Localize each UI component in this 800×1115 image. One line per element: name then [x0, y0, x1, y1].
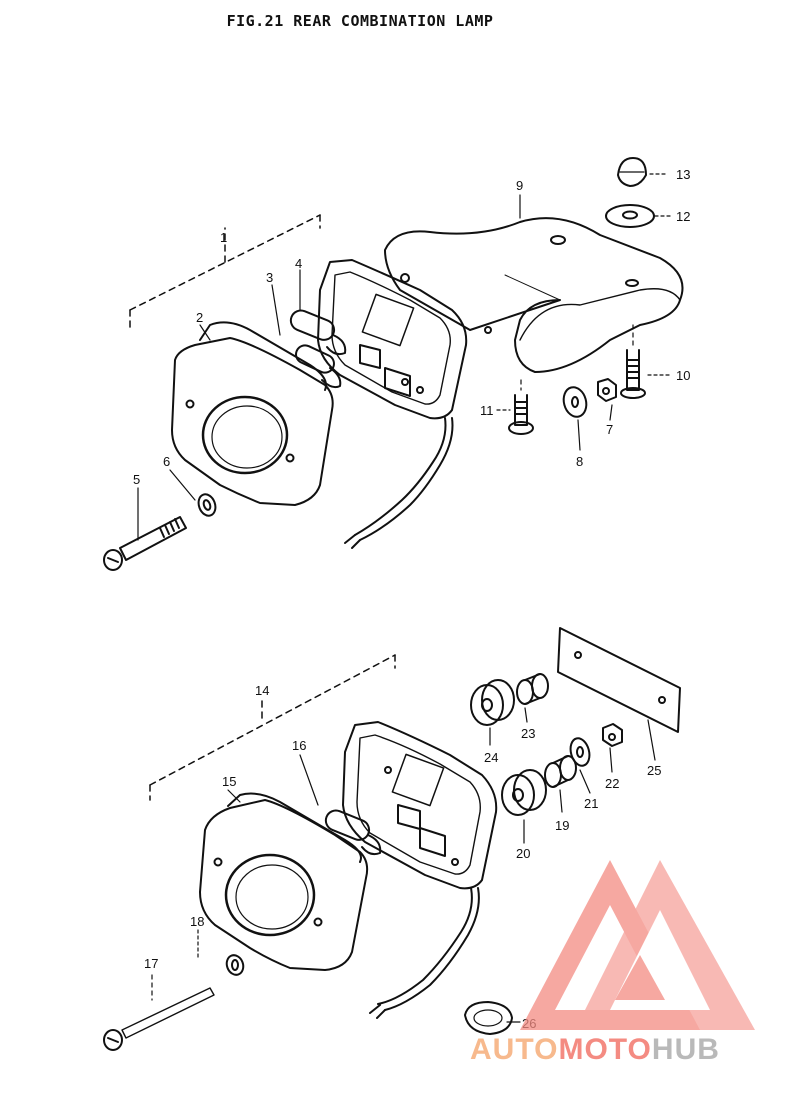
callout-9: 9	[516, 178, 523, 193]
rear-lens-upper	[171, 321, 334, 506]
callout-8: 8	[576, 454, 583, 469]
callout-16: 16	[292, 738, 306, 753]
callout-22: 22	[605, 776, 619, 791]
callout-7: 7	[606, 422, 613, 437]
collar-23	[516, 673, 549, 705]
callout-21: 21	[584, 796, 598, 811]
bolt-11	[508, 379, 534, 435]
leader-lines	[137, 173, 671, 1023]
callout-10: 10	[676, 368, 690, 383]
washer-12	[605, 204, 655, 228]
nut-22	[602, 723, 623, 747]
rear-lens-lower	[199, 792, 369, 971]
callout-4: 4	[295, 256, 302, 271]
callout-14: 14	[255, 683, 269, 698]
watermark-hub: HUB	[651, 1033, 720, 1066]
washer-6	[197, 493, 217, 517]
callout-19: 19	[555, 818, 569, 833]
wire-harness-upper	[344, 417, 454, 549]
long-screw-5	[103, 516, 187, 571]
washer-18	[225, 954, 245, 976]
figure-title: FIG.21 REAR COMBINATION LAMP	[226, 12, 494, 30]
long-screw-17	[103, 974, 215, 1051]
mounting-bracket-9	[384, 217, 684, 373]
lamp-housing-upper	[317, 259, 468, 420]
callout-20: 20	[516, 846, 530, 861]
callout-15: 15	[222, 774, 236, 789]
watermark-auto: AUTO	[470, 1033, 559, 1066]
callout-17: 17	[144, 956, 158, 971]
callout-12: 12	[676, 209, 690, 224]
nut-7	[597, 378, 617, 402]
callout-13: 13	[676, 167, 690, 182]
grommet-26	[464, 1001, 513, 1035]
wire-harness-lower	[369, 887, 480, 1019]
callout-5: 5	[133, 472, 140, 487]
callout-3: 3	[266, 270, 273, 285]
washer-21	[569, 737, 591, 767]
callout-11: 11	[480, 403, 494, 418]
callout-1: 1	[220, 230, 227, 245]
grommet-20	[501, 769, 547, 816]
lamp-housing-lower	[342, 721, 498, 890]
bulb-4	[289, 309, 347, 356]
callout-labels: 1 2 3 4 5 6 7 8 9 10 11 12 13 14 15 16 1…	[133, 167, 690, 1031]
mounting-plate-25	[557, 627, 681, 733]
callout-18: 18	[190, 914, 204, 929]
watermark-moto: MOTO	[558, 1033, 652, 1066]
watermark-text: AUTOMOTOHUB	[470, 1033, 800, 1067]
callout-2: 2	[196, 310, 203, 325]
callout-6: 6	[163, 454, 170, 469]
bolt-10	[620, 324, 646, 399]
collar-19	[544, 755, 577, 788]
assembly-bracket-14	[149, 654, 396, 801]
cap-nut-13	[617, 157, 647, 187]
callout-23: 23	[521, 726, 535, 741]
watermark-logo	[520, 860, 755, 1030]
callout-25: 25	[647, 763, 661, 778]
bulb-16	[324, 809, 382, 856]
washer-8	[562, 386, 588, 418]
callout-24: 24	[484, 750, 498, 765]
assembly-bracket-1	[129, 214, 321, 331]
grommet-24	[470, 679, 515, 726]
